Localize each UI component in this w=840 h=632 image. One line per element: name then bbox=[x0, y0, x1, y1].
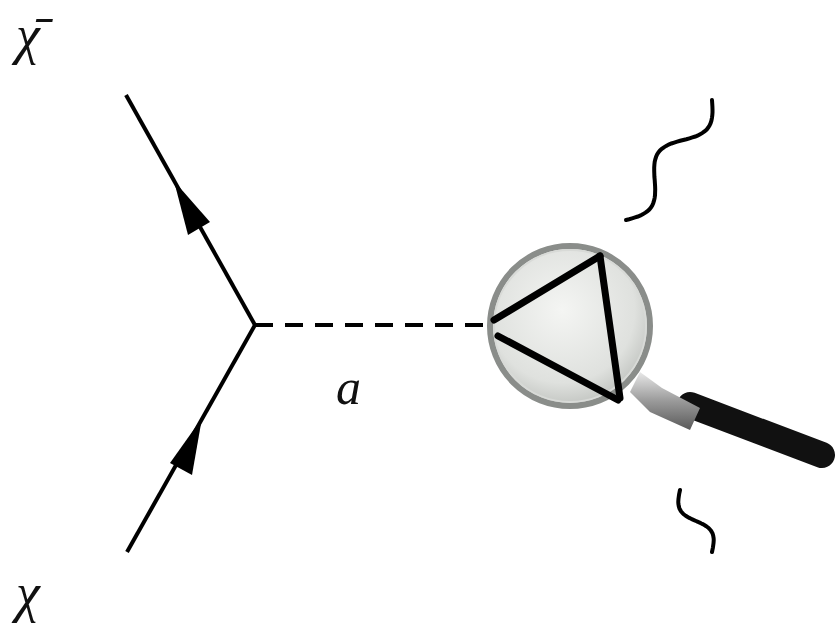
glass-rim bbox=[494, 250, 646, 402]
axion-propagator bbox=[255, 323, 492, 327]
fermion-arrow bbox=[174, 181, 210, 235]
antiparticle-label: χ̄ bbox=[16, 8, 40, 62]
mediator-label: a bbox=[336, 362, 361, 412]
particle-label: χ bbox=[16, 566, 40, 620]
glass-ferrule bbox=[630, 372, 700, 430]
photon-line bbox=[678, 490, 713, 552]
photon-line bbox=[626, 100, 713, 220]
glass-lens bbox=[490, 246, 650, 406]
fermion-line bbox=[127, 325, 255, 552]
glass-handle bbox=[690, 405, 822, 455]
antifermion-line bbox=[126, 95, 255, 325]
fermion-arrow bbox=[170, 418, 202, 475]
triangle-loop bbox=[494, 256, 620, 400]
magnifying-glass bbox=[490, 246, 822, 455]
fermion-lines bbox=[126, 95, 255, 552]
